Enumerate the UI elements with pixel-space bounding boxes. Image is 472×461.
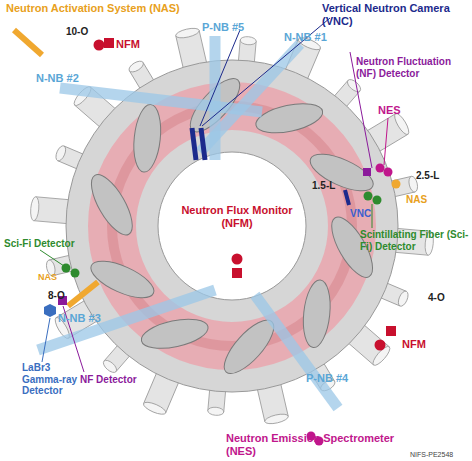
scifi-circle — [373, 196, 382, 205]
callout-label: NF Detector — [80, 374, 137, 386]
callout-label: Neutron Flux Monitor (NFM) — [166, 204, 308, 229]
callout-label: VNC — [350, 208, 371, 220]
port-flange — [101, 358, 118, 375]
leader-line — [42, 318, 50, 362]
port-flange — [142, 400, 167, 417]
callout-label: Scintillating Fiber (Sci-Fi) Detector — [360, 229, 470, 252]
nas-circle — [392, 180, 401, 189]
leader-line — [40, 250, 64, 266]
helical-coil — [139, 314, 211, 354]
callout-label: Sci-Fi Detector — [4, 238, 75, 250]
beam-lines — [38, 36, 338, 408]
nfm-circle — [94, 40, 105, 51]
nas-bar — [68, 282, 98, 306]
nas-bar — [14, 30, 42, 55]
callout-label: Vertical Neutron Camera (VNC) — [322, 2, 470, 27]
scifi-circle — [71, 269, 80, 278]
port-flange — [207, 407, 224, 416]
leader-line — [372, 204, 373, 228]
beam-line — [255, 295, 338, 408]
callout-label: NIFS-PE2548 — [410, 451, 453, 459]
callout-label: 10-O — [66, 26, 88, 38]
nfm-circle — [232, 254, 243, 265]
leader-line — [384, 118, 388, 165]
port-flange — [175, 26, 200, 39]
beam-line — [200, 44, 300, 152]
nfm-square — [104, 38, 114, 48]
callout-label: 4-O — [428, 292, 445, 304]
port-flange — [240, 36, 257, 45]
callout-label: Neutron Activation System (NAS) — [6, 2, 180, 15]
nfm-circle — [375, 340, 386, 351]
port-flange — [345, 77, 362, 94]
callout-label: 1.5-L — [312, 180, 335, 192]
callout-label: NFM — [116, 38, 140, 51]
callout-label: NES — [378, 104, 401, 117]
vnc-bar — [192, 128, 196, 160]
helical-coil — [131, 103, 164, 173]
nes-circle — [376, 164, 385, 173]
callout-label: N-NB #1 — [284, 31, 327, 44]
helical-device — [30, 26, 435, 425]
callout-label: P-NB #5 — [202, 21, 244, 34]
callout-label: Neutron Fluctuation (NF) Detector — [356, 56, 470, 79]
beam-line — [60, 88, 262, 112]
nfm-square — [386, 326, 396, 336]
port-flange — [127, 59, 145, 74]
leader-line — [202, 18, 330, 126]
callout-label: Neutron Emission Spectrometer (NES) — [226, 432, 412, 457]
scifi-circle — [62, 264, 71, 273]
callout-label: NFM — [402, 338, 426, 351]
helical-coil — [84, 169, 141, 241]
nf-square — [363, 168, 371, 176]
scifi-circle — [364, 192, 373, 201]
callout-label: NAS — [406, 194, 427, 206]
vnc-bar — [201, 128, 205, 160]
nes-circle — [384, 168, 393, 177]
beam-line — [38, 290, 215, 350]
port-flange — [396, 290, 410, 308]
callout-label: 8-O — [48, 290, 65, 302]
callout-label: N-NB #2 — [36, 72, 79, 85]
vnc-bar — [345, 190, 349, 205]
labr3-hexagon — [44, 304, 56, 317]
callout-label: N-NB #3 — [58, 312, 101, 325]
port-flange — [264, 412, 289, 425]
nfm-square — [232, 268, 242, 278]
callout-label: LaBr3 Gamma-ray Detector — [22, 362, 78, 397]
callout-label: NAS — [38, 272, 57, 282]
port-flange — [30, 196, 40, 221]
callout-label: 2.5-L — [416, 170, 439, 182]
port-flange — [54, 144, 68, 162]
helical-coil — [305, 147, 378, 198]
leader-line — [200, 30, 240, 126]
helical-coil — [300, 279, 333, 349]
helical-coil — [253, 98, 325, 138]
helical-coil — [86, 254, 159, 305]
detector-symbols — [14, 18, 401, 446]
callout-label: P-NB #4 — [306, 372, 348, 385]
